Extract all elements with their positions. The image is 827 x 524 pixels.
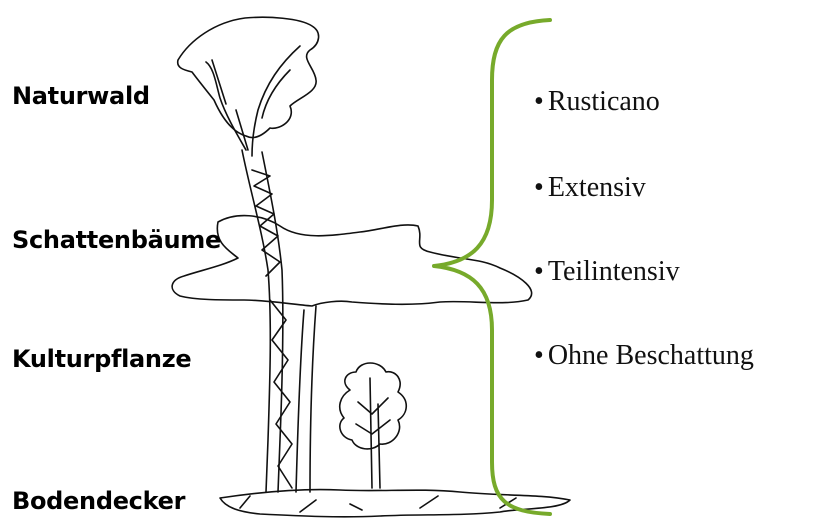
crop-shrub xyxy=(340,363,407,449)
ground-line xyxy=(220,489,570,516)
bullet-dot: • xyxy=(534,340,544,371)
bullet-dot: • xyxy=(534,86,544,117)
system-item-rusticano: •Rusticano xyxy=(534,86,660,118)
system-label: Ohne Beschattung xyxy=(548,340,754,371)
forest-trunk xyxy=(242,150,270,492)
label-bodendecker: Bodendecker xyxy=(12,487,185,515)
bracket-brace xyxy=(434,20,550,514)
system-label: Extensiv xyxy=(548,172,646,203)
bullet-dot: • xyxy=(534,172,544,203)
label-schattenbaeume: Schattenbäume xyxy=(12,226,221,254)
shade-trunk xyxy=(296,310,304,492)
label-naturwald: Naturwald xyxy=(12,82,150,110)
forest-canopy xyxy=(178,17,319,137)
shade-canopy xyxy=(172,216,532,306)
system-item-teilintensiv: •Teilintensiv xyxy=(534,256,680,288)
system-label: Rusticano xyxy=(548,86,660,117)
bullet-dot: • xyxy=(534,256,544,287)
label-kulturpflanze: Kulturpflanze xyxy=(12,345,191,373)
system-item-ohne-beschattung: •Ohne Beschattung xyxy=(534,340,754,372)
system-item-extensiv: •Extensiv xyxy=(534,172,646,204)
system-label: Teilintensiv xyxy=(548,256,680,287)
